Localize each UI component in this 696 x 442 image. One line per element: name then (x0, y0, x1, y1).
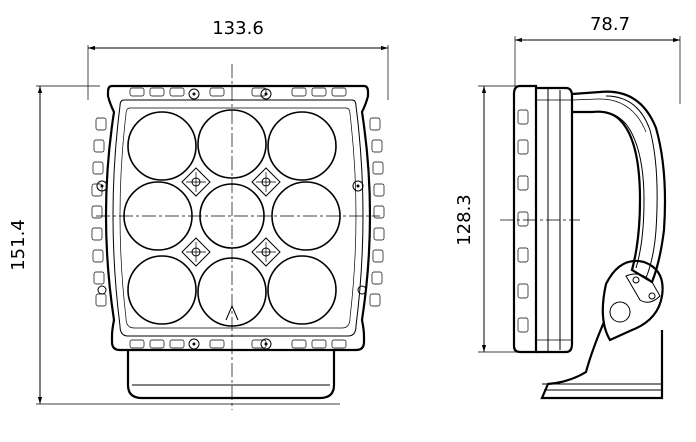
side-height-label: 128.3 (454, 194, 475, 246)
front-screws (96, 88, 367, 350)
front-lens-clips (181, 167, 281, 267)
front-cooling-fins-left (91, 117, 107, 307)
front-height-dimension: 151.4 (8, 85, 340, 405)
side-bezel (512, 84, 538, 354)
front-cooling-fins-right (369, 117, 385, 307)
front-width-label: 133.6 (212, 18, 264, 39)
side-view (500, 84, 667, 400)
front-cooling-fins-top (129, 87, 347, 97)
front-width-dimension: 133.6 (87, 18, 389, 100)
side-handle (571, 90, 667, 284)
front-view (91, 64, 385, 410)
front-cooling-fins-bottom (129, 339, 347, 349)
side-mount-knuckle (601, 259, 664, 342)
front-height-label: 151.4 (8, 219, 29, 271)
side-width-label: 78.7 (590, 14, 630, 35)
side-width-dimension: 78.7 (514, 14, 681, 104)
side-mount-bolt (609, 301, 631, 323)
front-housing (104, 84, 372, 352)
front-center-lines (96, 64, 380, 410)
side-height-dimension: 128.3 (454, 85, 520, 353)
front-bracket (126, 350, 336, 400)
